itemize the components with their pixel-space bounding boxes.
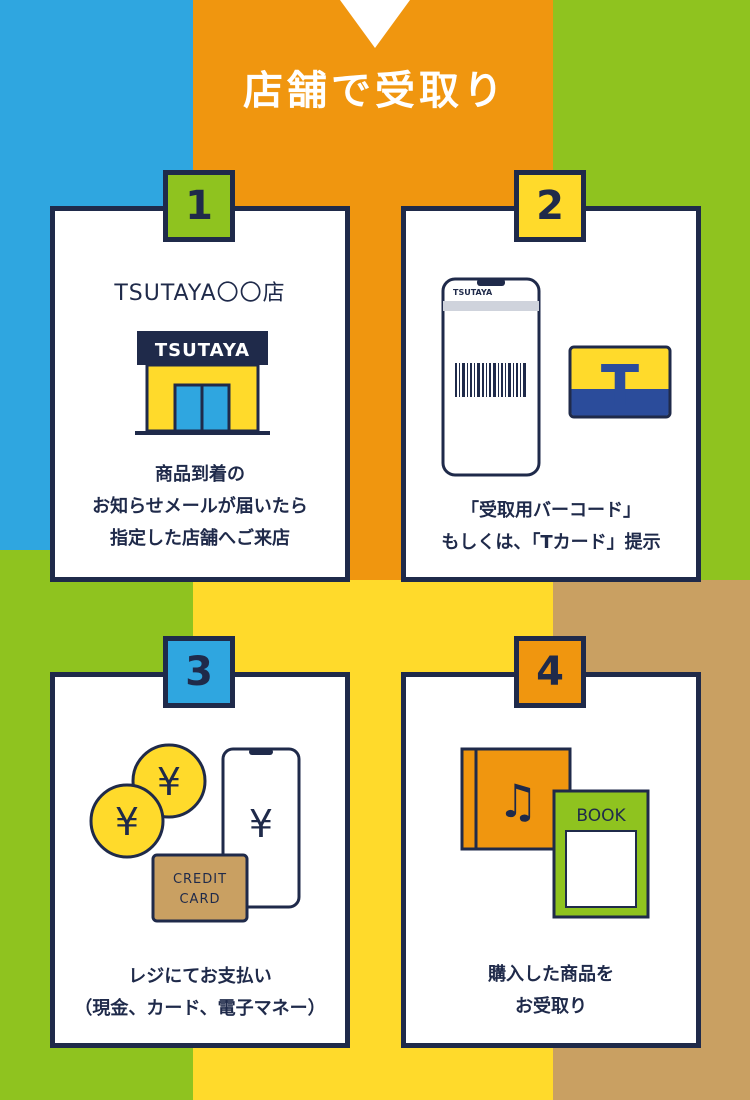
t-card-icon: T bbox=[568, 345, 672, 419]
svg-text:CREDIT: CREDIT bbox=[173, 872, 227, 887]
step-card-4: ♫ BOOK 購入した商品を お受取り bbox=[401, 672, 701, 1048]
payment-methods-icon: ¥ ¥ ¥ CREDIT CARD bbox=[89, 743, 301, 923]
store-name: TSUTAYA〇〇店 bbox=[114, 281, 286, 306]
svg-text:CARD: CARD bbox=[179, 892, 220, 907]
music-cd-icon: ♫ bbox=[460, 747, 572, 851]
svg-text:♫: ♫ bbox=[497, 774, 538, 828]
step-card-2: TSUTAYA T 「受取用バーコード」 bbox=[401, 206, 701, 582]
music-and-book-icon: ♫ BOOK bbox=[460, 747, 650, 919]
step-badge-2: 2 bbox=[514, 170, 586, 242]
step-4-text: 購入した商品を お受取り bbox=[488, 964, 614, 1017]
page-title: 店舗で受取り bbox=[243, 68, 507, 114]
step-badge-3: 3 bbox=[163, 636, 235, 708]
step-3-text: レジにてお支払い （現金、カード、電子マネー） bbox=[74, 966, 326, 1019]
svg-text:TSUTAYA: TSUTAYA bbox=[155, 340, 250, 361]
step-badge-4: 4 bbox=[514, 636, 586, 708]
store-building-icon: TSUTAYA bbox=[135, 331, 270, 435]
credit-card-icon: CREDIT CARD bbox=[151, 853, 249, 923]
svg-text:TSUTAYA: TSUTAYA bbox=[453, 288, 493, 297]
step-card-3: ¥ ¥ ¥ CREDIT CARD レジにてお支払い （現金、カード、電子マネー… bbox=[50, 672, 350, 1048]
step-badge-1: 1 bbox=[163, 170, 235, 242]
yen-coin-icon-front: ¥ bbox=[89, 783, 165, 859]
top-notch-icon bbox=[340, 0, 410, 48]
smartphone-barcode-icon: TSUTAYA bbox=[441, 277, 541, 477]
book-icon: BOOK bbox=[552, 789, 650, 919]
step-2-text: 「受取用バーコード」 もしくは、「Tカード」提示 bbox=[441, 500, 661, 553]
svg-text:¥: ¥ bbox=[115, 800, 139, 844]
step-card-1: TSUTAYA〇〇店 TSUTAYA 商品到着の お知らせメールが届いたら 指定… bbox=[50, 206, 350, 582]
svg-text:T: T bbox=[601, 354, 639, 419]
svg-text:¥: ¥ bbox=[157, 760, 181, 804]
step-1-text: 商品到着の お知らせメールが届いたら 指定した店舗へご来店 bbox=[92, 464, 308, 549]
svg-text:¥: ¥ bbox=[249, 802, 273, 846]
svg-text:BOOK: BOOK bbox=[576, 806, 626, 826]
